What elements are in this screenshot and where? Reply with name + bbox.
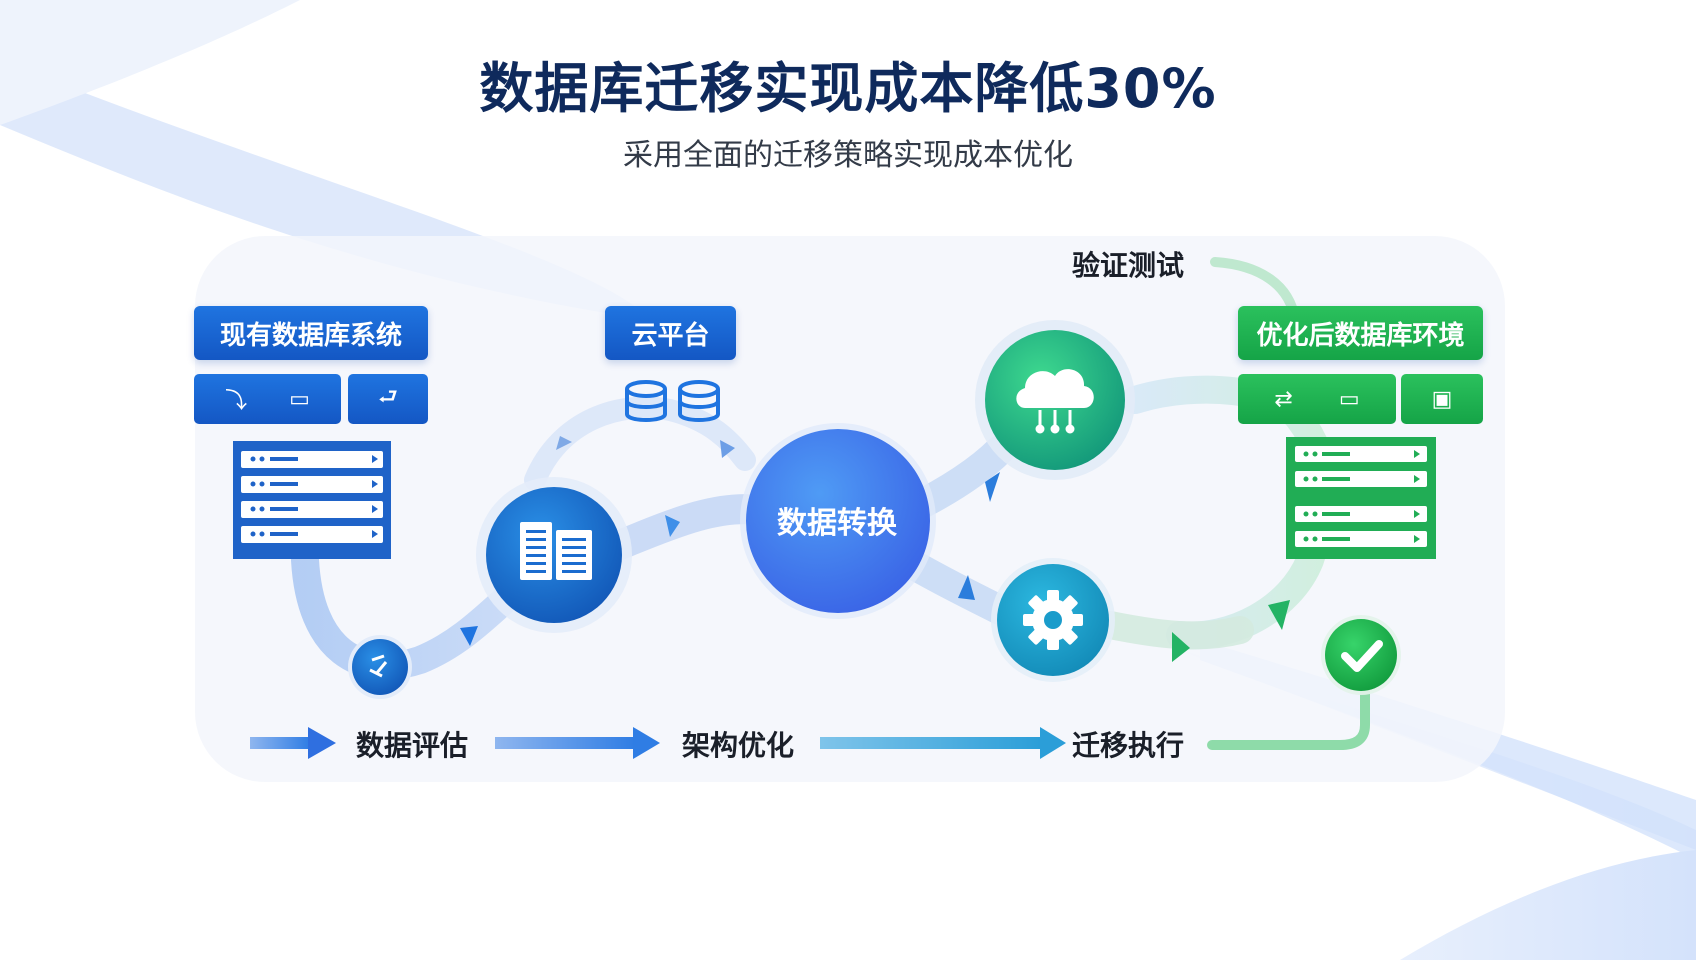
target-tools-tile[interactable]: ⇄ ▭ bbox=[1238, 374, 1396, 424]
cloud-platform-label: 云平台 bbox=[605, 306, 736, 360]
flow-path-doc-center bbox=[605, 494, 775, 560]
page-title: 数据库迁移实现成本降低30% bbox=[479, 57, 1217, 120]
source-return-tile[interactable]: ⮐ bbox=[348, 374, 428, 424]
center-node-label: 数据转换 bbox=[777, 506, 897, 541]
arrow-head bbox=[1172, 632, 1190, 662]
cloud-node bbox=[975, 320, 1135, 480]
arrow-head bbox=[460, 626, 478, 646]
flow-path-final bbox=[1207, 685, 1370, 750]
sync-icon bbox=[369, 654, 388, 678]
arrow-head bbox=[1268, 600, 1290, 630]
cloud-network-icon bbox=[1016, 369, 1094, 434]
arrow-head bbox=[556, 436, 572, 450]
flow-path-gear-out bbox=[1096, 611, 1254, 650]
database-icon bbox=[678, 380, 720, 422]
page-subtitle: 采用全面的迁移策略实现成本优化 bbox=[623, 138, 1073, 173]
gear-icon bbox=[1023, 590, 1083, 650]
gear-node bbox=[991, 558, 1115, 682]
step-assess-label: 数据评估 bbox=[356, 729, 469, 762]
step-arrow bbox=[820, 727, 1066, 759]
check-icon bbox=[1341, 640, 1383, 672]
source-system-label: 现有数据库系统 bbox=[194, 306, 428, 360]
branch-icon: ⤵ bbox=[225, 389, 248, 414]
step-arrow bbox=[495, 727, 660, 759]
server-rack-icon bbox=[1286, 437, 1436, 559]
target-window-tile[interactable]: ▣ bbox=[1401, 374, 1483, 424]
server-rack-icon bbox=[233, 441, 391, 559]
comment-icon: ▭ bbox=[1338, 386, 1360, 412]
return-icon: ⮐ bbox=[378, 385, 398, 410]
document-node bbox=[476, 477, 632, 633]
source-tools-tile[interactable]: ⤵ ▭ bbox=[194, 374, 341, 424]
comment-icon: ▭ bbox=[289, 386, 310, 412]
step-arrow bbox=[250, 727, 336, 759]
shuffle-icon: ⇄ bbox=[1274, 386, 1293, 412]
sync-node bbox=[348, 635, 412, 699]
step-verify-label: 验证测试 bbox=[1072, 249, 1185, 282]
window-icon: ▣ bbox=[1431, 386, 1453, 412]
step-arch-label: 架构优化 bbox=[682, 729, 795, 762]
target-environment-label: 优化后数据库环境 bbox=[1238, 306, 1483, 360]
arrow-head bbox=[958, 575, 975, 600]
step-exec-label: 迁移执行 bbox=[1072, 729, 1185, 762]
database-icon bbox=[625, 380, 667, 422]
center-node bbox=[740, 423, 936, 619]
check-node bbox=[1321, 615, 1401, 695]
arrow-head bbox=[720, 440, 735, 458]
document-icon bbox=[520, 522, 592, 580]
arrow-head bbox=[985, 472, 1000, 502]
arrow-head bbox=[665, 515, 680, 537]
